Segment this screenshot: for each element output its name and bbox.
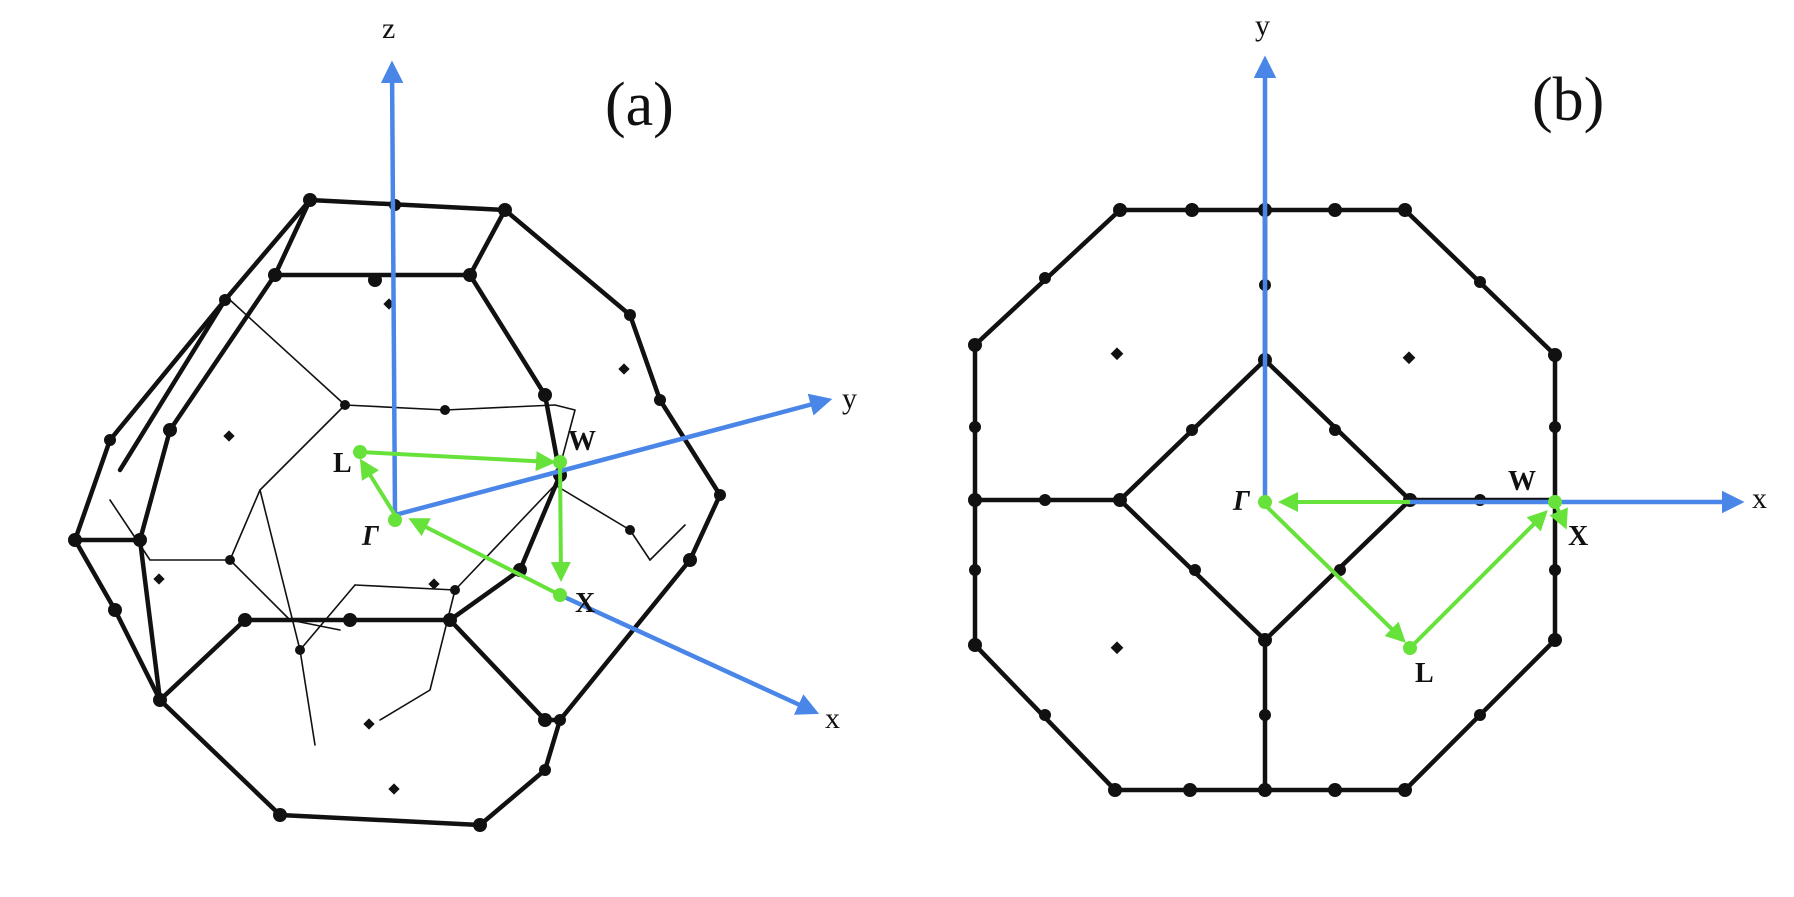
kpath-a: L W X Γ <box>333 426 596 619</box>
panel-b: y x Γ W X L (b) <box>968 9 1767 797</box>
kpath-b: Γ W X L <box>1232 466 1588 689</box>
panel-a: z y x L W X Γ (a) <box>68 12 857 832</box>
label-L: L <box>333 448 352 479</box>
z-axis <box>380 60 404 516</box>
panel-label-b: (b) <box>1532 66 1604 134</box>
axes-a: z y x <box>380 12 857 735</box>
y-axis-label: y <box>1255 9 1270 42</box>
x-axis-label: x <box>825 702 840 735</box>
point-W <box>1548 495 1562 509</box>
label-W: W <box>568 426 596 457</box>
vertex-dots <box>68 193 726 832</box>
point-L <box>1403 641 1417 655</box>
x-axis <box>559 592 820 715</box>
label-W: W <box>1508 466 1536 497</box>
label-X: X <box>575 588 595 619</box>
point-W <box>553 455 567 469</box>
point-gamma <box>1258 495 1272 509</box>
point-X <box>553 588 567 602</box>
label-gamma: Γ <box>361 521 380 552</box>
axes-b: y x <box>1253 9 1767 515</box>
z-axis-label: z <box>382 12 395 45</box>
panel-label-a: (a) <box>605 71 674 139</box>
y-axis <box>394 393 833 518</box>
point-L <box>353 445 367 459</box>
label-gamma: Γ <box>1232 486 1251 517</box>
y-axis-label: y <box>842 382 857 415</box>
label-X: X <box>1568 521 1588 552</box>
x-axis-label: x <box>1752 482 1767 515</box>
point-gamma <box>388 513 402 527</box>
label-L: L <box>1415 658 1434 689</box>
